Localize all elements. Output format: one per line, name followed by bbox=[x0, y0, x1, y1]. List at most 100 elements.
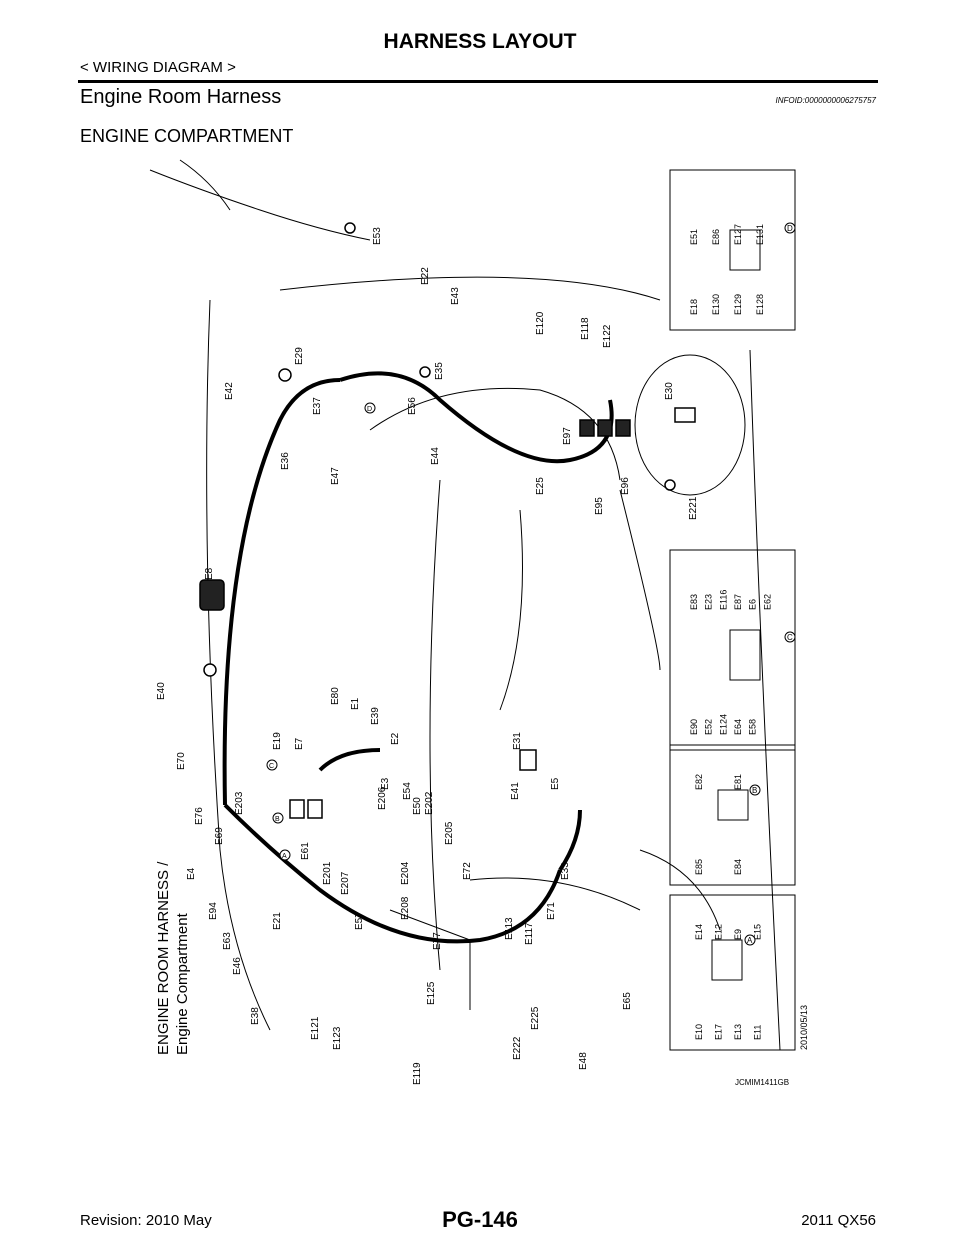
connector-label-e121: E121 bbox=[310, 1016, 321, 1040]
connector-label-e33: E33 bbox=[560, 862, 571, 880]
callout-box-b bbox=[669, 744, 796, 886]
callout-box-d bbox=[669, 169, 796, 331]
callout-connector-e82: E82 bbox=[694, 774, 704, 790]
connector-label-e95: E95 bbox=[594, 497, 605, 515]
connector-label-e1: E1 bbox=[350, 697, 361, 710]
section-heading: Engine Room Harness bbox=[80, 86, 282, 108]
connector-label-e54: E54 bbox=[402, 782, 413, 800]
connector-label-e38: E38 bbox=[250, 1007, 261, 1025]
location-marker-a bbox=[279, 849, 291, 861]
callout-connector-e17: E17 bbox=[714, 1024, 724, 1040]
connector-label-e40: E40 bbox=[156, 682, 167, 700]
location-marker-c bbox=[266, 759, 278, 771]
callout-connector-e128: E128 bbox=[755, 294, 765, 315]
figure-date: 2010/05/13 bbox=[799, 1005, 809, 1050]
location-letter-a: A bbox=[282, 853, 287, 860]
callout-letter-b: B bbox=[752, 786, 757, 795]
callout-letter-c: C bbox=[787, 633, 793, 642]
connector-label-e36: E36 bbox=[280, 452, 291, 470]
callout-connector-e83: E83 bbox=[689, 594, 699, 610]
callout-connector-e127: E127 bbox=[733, 224, 743, 245]
connector-label-e96: E96 bbox=[620, 477, 631, 495]
connector-label-e208: E208 bbox=[400, 896, 411, 920]
connector-label-e19: E19 bbox=[272, 732, 283, 750]
callout-connector-e84: E84 bbox=[733, 859, 743, 875]
callout-connector-e10: E10 bbox=[694, 1024, 704, 1040]
callout-connector-e18: E18 bbox=[689, 299, 699, 315]
connector-label-e22: E22 bbox=[420, 267, 431, 285]
connector-label-e97: E97 bbox=[562, 427, 573, 445]
callout-connector-e13: E13 bbox=[733, 1024, 743, 1040]
connector-label-e53: E53 bbox=[372, 227, 383, 245]
callout-connector-e81: E81 bbox=[733, 774, 743, 790]
revision-label: Revision: 2010 May bbox=[80, 1212, 212, 1229]
info-id: INFOID:0000000006275757 bbox=[775, 96, 876, 105]
connector-label-e125: E125 bbox=[426, 981, 437, 1005]
callout-marker-c bbox=[784, 631, 796, 643]
callout-box-a bbox=[669, 894, 796, 1051]
connector-label-e29: E29 bbox=[294, 347, 305, 365]
connector-label-e57: E57 bbox=[354, 912, 365, 930]
callout-connector-e23: E23 bbox=[704, 594, 714, 610]
connector-label-e25: E25 bbox=[535, 477, 546, 495]
callout-box-c bbox=[669, 549, 796, 751]
location-marker-b bbox=[272, 812, 284, 824]
page-number: PG-146 bbox=[442, 1207, 518, 1232]
location-marker-d bbox=[364, 402, 376, 414]
connector-label-e221: E221 bbox=[688, 496, 699, 520]
callout-letter-a: A bbox=[747, 936, 753, 945]
connector-label-e207: E207 bbox=[340, 871, 351, 895]
callout-marker-b bbox=[749, 784, 761, 796]
harness-subtitle: Engine Compartment bbox=[174, 912, 191, 1055]
callout-connector-e90: E90 bbox=[689, 719, 699, 735]
connector-label-e42: E42 bbox=[224, 382, 235, 400]
connector-label-e2: E2 bbox=[390, 732, 401, 745]
connector-label-e56: E56 bbox=[407, 397, 418, 415]
connector-label-e205: E205 bbox=[444, 821, 455, 845]
connector-label-e35: E35 bbox=[434, 362, 445, 380]
callout-connector-e85: E85 bbox=[694, 859, 704, 875]
connector-label-e69: E69 bbox=[214, 827, 225, 845]
connector-label-e71: E71 bbox=[546, 902, 557, 920]
connector-label-e44: E44 bbox=[430, 447, 441, 465]
connector-label-e119: E119 bbox=[412, 1062, 423, 1085]
callout-connector-e9: E9 bbox=[733, 929, 743, 940]
connector-label-e120: E120 bbox=[535, 311, 546, 335]
connector-label-e70: E70 bbox=[176, 752, 187, 770]
connector-label-e7: E7 bbox=[294, 737, 305, 750]
connector-label-e94: E94 bbox=[208, 902, 219, 920]
connector-label-e46: E46 bbox=[232, 957, 243, 975]
callout-connector-e130: E130 bbox=[711, 294, 721, 315]
connector-label-e5: E5 bbox=[550, 777, 561, 790]
connector-label-e204: E204 bbox=[400, 861, 411, 885]
figure-code: JCMIM1411GB bbox=[735, 1078, 789, 1087]
callout-connector-e86: E86 bbox=[711, 229, 721, 245]
connector-label-e113: E113 bbox=[504, 917, 515, 940]
connector-label-e43: E43 bbox=[450, 287, 461, 305]
connector-label-e203: E203 bbox=[234, 791, 245, 815]
connector-label-e31: E31 bbox=[512, 732, 523, 750]
connector-label-e21: E21 bbox=[272, 912, 283, 930]
callout-connector-e58: E58 bbox=[748, 719, 758, 735]
connector-label-e206: E206 bbox=[377, 786, 388, 810]
connector-label-e117: E117 bbox=[524, 922, 535, 945]
connector-label-e123: E123 bbox=[332, 1026, 343, 1050]
callout-connector-e116: E116 bbox=[718, 590, 728, 610]
callout-connector-e14: E14 bbox=[694, 924, 704, 940]
harness-diagram: ENGINE ROOM HARNESS / Engine Compartment… bbox=[149, 159, 809, 1087]
connector-label-e4: E4 bbox=[186, 867, 197, 880]
location-letter-b: B bbox=[275, 816, 280, 823]
callout-letter-d: D bbox=[787, 224, 793, 233]
compartment-subheading: ENGINE COMPARTMENT bbox=[80, 126, 294, 146]
callout-marker-d bbox=[784, 222, 796, 234]
connector-label-e50: E50 bbox=[412, 797, 423, 815]
callout-connector-e131: E131 bbox=[755, 224, 765, 245]
connector-label-e47: E47 bbox=[330, 467, 341, 485]
callout-connector-e12: E12 bbox=[714, 924, 724, 940]
connector-label-e8: E8 bbox=[204, 567, 215, 580]
connector-label-e30: E30 bbox=[664, 382, 675, 400]
location-letter-d: D bbox=[367, 406, 372, 413]
connector-label-e122: E122 bbox=[602, 324, 613, 348]
connector-label-e37: E37 bbox=[312, 397, 323, 415]
